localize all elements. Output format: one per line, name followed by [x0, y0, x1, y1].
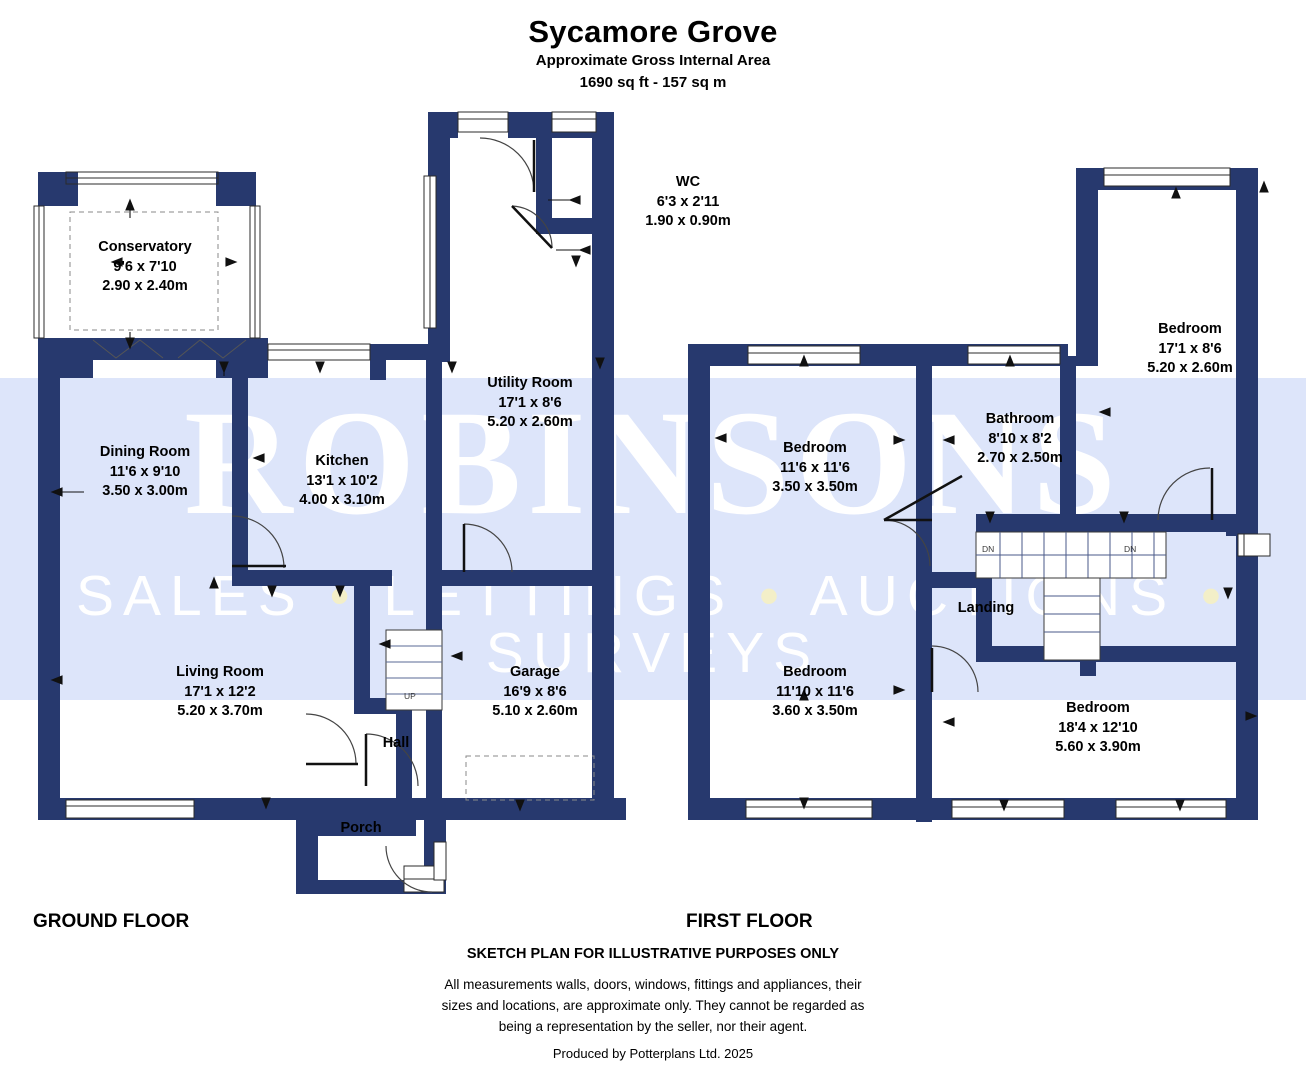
- room-imperial: 6'3 x 2'11: [656, 193, 720, 210]
- room-imperial: 8'10 x 8'2: [988, 430, 1052, 447]
- room-label-living-room: Living Room 17'1 x 12'2 5.20 x 3.70m: [145, 663, 295, 722]
- footer-line-3: being a representation by the seller, no…: [498, 1019, 808, 1034]
- room-name: Living Room: [176, 664, 264, 680]
- room-label-hall: Hall: [360, 734, 432, 754]
- room-name: Conservatory: [98, 239, 192, 255]
- room-name: Bedroom: [1158, 321, 1222, 337]
- room-label-dining-room: Dining Room 11'6 x 9'10 3.50 x 3.00m: [75, 443, 215, 502]
- room-imperial: 9'6 x 7'10: [113, 258, 177, 275]
- room-name: Porch: [340, 820, 382, 836]
- room-label-bedroom-2: Bedroom 11'6 x 11'6 3.50 x 3.50m: [740, 439, 890, 498]
- room-name: WC: [675, 174, 701, 190]
- room-metric: 1.90 x 0.90m: [645, 213, 731, 229]
- room-label-wc: WC 6'3 x 2'11 1.90 x 0.90m: [608, 173, 768, 232]
- page-title: Sycamore Grove: [528, 14, 778, 49]
- room-label-kitchen: Kitchen 13'1 x 10'2 4.00 x 3.10m: [272, 452, 412, 511]
- room-metric: 5.10 x 2.60m: [492, 703, 578, 719]
- room-imperial: 13'1 x 10'2: [306, 472, 378, 489]
- room-imperial: 17'1 x 12'2: [184, 683, 256, 700]
- room-metric: 2.70 x 2.50m: [977, 450, 1063, 466]
- room-name: Dining Room: [99, 444, 191, 460]
- footer-disclaimer: All measurements walls, doors, windows, …: [0, 974, 1306, 1037]
- room-name: Bedroom: [783, 440, 847, 456]
- room-label-landing: Landing: [938, 599, 1034, 619]
- room-label-porch: Porch: [318, 819, 404, 839]
- room-name: Garage: [510, 664, 560, 680]
- footer-producer: Produced by Potterplans Ltd. 2025: [552, 1046, 754, 1061]
- room-imperial: 11'6 x 11'6: [780, 459, 850, 476]
- room-metric: 3.60 x 3.50m: [772, 703, 858, 719]
- room-name: Hall: [382, 735, 410, 751]
- room-label-bathroom: Bathroom 8'10 x 8'2 2.70 x 2.50m: [940, 410, 1100, 469]
- stair-marker-down-right: DN: [1124, 544, 1137, 554]
- room-name: Landing: [957, 600, 1015, 616]
- bullet-icon: •: [758, 564, 788, 628]
- floor-label-first: FIRST FLOOR: [686, 911, 813, 932]
- room-label-garage: Garage 16'9 x 8'6 5.10 x 2.60m: [465, 663, 605, 722]
- stair-marker-down-left: DN: [982, 544, 995, 554]
- room-metric: 2.90 x 2.40m: [102, 278, 188, 294]
- room-name: Bathroom: [985, 411, 1055, 427]
- room-metric: 5.20 x 2.60m: [487, 414, 573, 430]
- room-name: Bedroom: [783, 664, 847, 680]
- room-metric: 5.60 x 3.90m: [1055, 739, 1141, 755]
- room-label-utility-room: Utility Room 17'1 x 8'6 5.20 x 2.60m: [455, 374, 605, 433]
- room-metric: 5.20 x 2.60m: [1147, 360, 1233, 376]
- watermark-part-surveys: SURVEYS: [485, 621, 821, 685]
- bullet-icon: •: [1201, 564, 1230, 628]
- room-metric: 5.20 x 3.70m: [177, 703, 263, 719]
- room-label-conservatory: Conservatory 9'6 x 7'10 2.90 x 2.40m: [75, 238, 215, 297]
- footer-heading: SKETCH PLAN FOR ILLUSTRATIVE PURPOSES ON…: [466, 946, 840, 962]
- room-name: Bedroom: [1066, 700, 1130, 716]
- room-metric: 4.00 x 3.10m: [299, 492, 385, 508]
- room-metric: 3.50 x 3.00m: [102, 483, 188, 499]
- area-value: 1690 sq ft - 157 sq m: [579, 74, 727, 91]
- watermark-brand: ROBINSONS: [184, 380, 1122, 546]
- room-name: Kitchen: [315, 453, 369, 469]
- floor-label-ground: GROUND FLOOR: [33, 911, 190, 932]
- stair-marker-up: UP: [404, 691, 416, 701]
- footer-line-2: sizes and locations, are approximate onl…: [441, 998, 865, 1013]
- room-imperial: 16'9 x 8'6: [503, 683, 567, 700]
- room-metric: 3.50 x 3.50m: [772, 479, 858, 495]
- room-label-bedroom-1: Bedroom 17'1 x 8'6 5.20 x 2.60m: [1110, 320, 1270, 379]
- room-label-bedroom-3: Bedroom 11'10 x 11'6 3.60 x 3.50m: [740, 663, 890, 722]
- room-imperial: 18'4 x 12'10: [1058, 719, 1138, 736]
- room-label-bedroom-4: Bedroom 18'4 x 12'10 5.60 x 3.90m: [1018, 699, 1178, 758]
- room-imperial: 17'1 x 8'6: [1158, 340, 1222, 357]
- room-name: Utility Room: [487, 375, 573, 391]
- area-caption: Approximate Gross Internal Area: [535, 52, 771, 69]
- room-imperial: 11'10 x 11'6: [776, 683, 854, 700]
- room-imperial: 11'6 x 9'10: [109, 463, 181, 480]
- room-imperial: 17'1 x 8'6: [498, 394, 562, 411]
- footer-line-1: All measurements walls, doors, windows, …: [444, 977, 862, 992]
